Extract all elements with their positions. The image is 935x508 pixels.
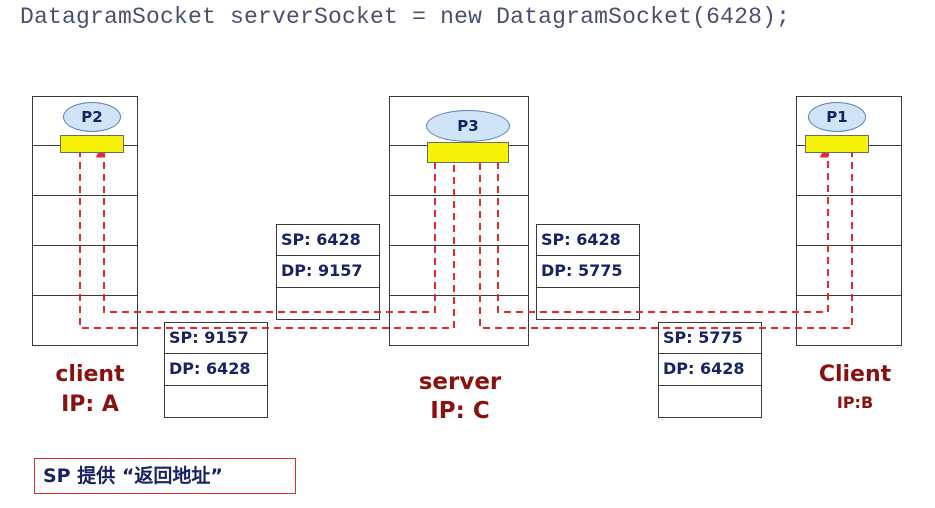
arrow-client-b-to-server [471,148,853,329]
layer-link [32,246,138,296]
segment-server-to-client-b: SP: 6428 DP: 5775 [536,224,640,320]
code-line: DatagramSocket serverSocket = new Datagr… [20,4,791,30]
layer-network [389,196,529,246]
arrow-server-to-client-a [95,148,436,313]
host-client-b-name: Client [818,362,892,387]
layer-physical [796,296,902,346]
socket-server [427,142,509,163]
process-p1: P1 [808,102,866,132]
host-server-ip: IP: C [430,398,490,424]
segment-client-b-to-server: SP: 5775 DP: 6428 [658,322,762,418]
segment-payload [658,386,762,418]
source-port: SP: 5775 [658,322,762,354]
source-port: SP: 6428 [276,224,380,256]
host-server-name: server [418,369,502,395]
dest-port: DP: 9157 [276,256,380,288]
segment-payload [164,386,268,418]
dest-port: DP: 6428 [658,354,762,386]
layer-link [389,246,529,296]
process-p3: P3 [426,110,510,142]
dest-port: DP: 6428 [164,354,268,386]
layer-network [796,196,902,246]
process-p2: P2 [63,102,121,132]
host-client-a-name: client [55,362,125,387]
arrow-client-a-to-server [79,148,455,329]
layer-link [796,246,902,296]
segment-server-to-client-a: SP: 6428 DP: 9157 [276,224,380,320]
segment-payload [276,288,380,320]
layer-transport [796,146,902,196]
host-client-a-stack [32,96,138,346]
socket-client-a [60,135,124,153]
layer-physical [32,296,138,346]
layer-transport [32,146,138,196]
host-client-b-ip: IP:B [836,393,874,412]
segment-payload [536,288,640,320]
layer-physical [389,296,529,346]
host-client-a-ip: IP: A [61,392,119,417]
arrow-server-to-client-b [497,148,829,313]
socket-client-b [805,135,869,153]
note-box: SP 提供 “返回地址” [34,458,296,494]
source-port: SP: 6428 [536,224,640,256]
layer-network [32,196,138,246]
dest-port: DP: 5775 [536,256,640,288]
